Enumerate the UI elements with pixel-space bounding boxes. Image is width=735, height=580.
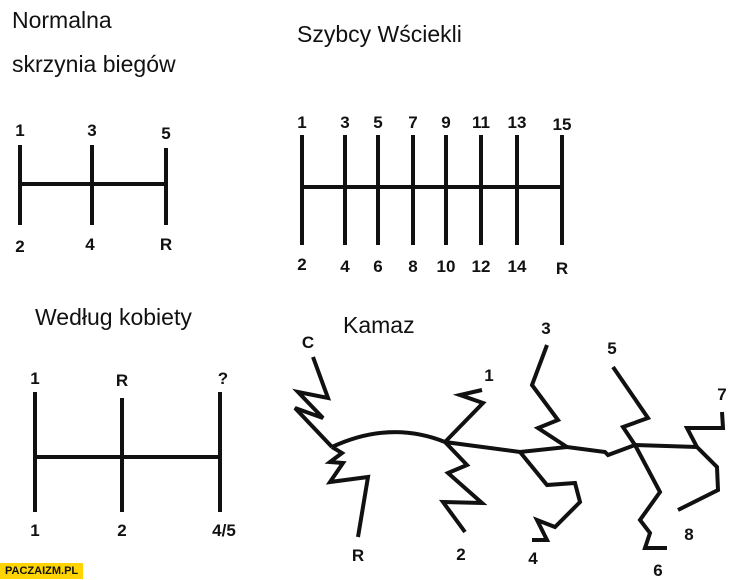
fast-label: 7 xyxy=(408,113,417,132)
normal-label: 5 xyxy=(161,124,170,143)
kamaz-label: 6 xyxy=(653,561,662,580)
woman-label: 4/5 xyxy=(212,521,236,540)
normal-label: 2 xyxy=(15,237,24,256)
fast-shifter xyxy=(300,135,564,245)
kamaz-shifter xyxy=(292,344,726,550)
fast-label: 2 xyxy=(297,255,306,274)
kamaz-label: 7 xyxy=(717,385,726,404)
fast-label: 14 xyxy=(508,257,527,276)
woman-title: Według kobiety xyxy=(35,304,192,330)
fast-label: 10 xyxy=(437,257,456,276)
kamaz-label: 4 xyxy=(528,549,538,568)
woman-label: 1 xyxy=(30,369,39,388)
kamaz-title: Kamaz xyxy=(343,312,415,338)
fast-label: 9 xyxy=(441,113,450,132)
woman-label: ? xyxy=(218,369,228,388)
fast-label: 13 xyxy=(508,113,527,132)
fast-label: 8 xyxy=(408,257,417,276)
normal-label: 3 xyxy=(87,121,96,140)
normal-label: 4 xyxy=(85,235,95,254)
fast-label: 5 xyxy=(373,113,382,132)
kamaz-label: 5 xyxy=(607,339,616,358)
normal-title-1: Normalna xyxy=(12,7,112,33)
watermark: PACZAIZM.PL xyxy=(0,563,84,579)
fast-label: 11 xyxy=(472,113,490,132)
woman-label: 2 xyxy=(117,521,126,540)
fast-label: 4 xyxy=(340,257,350,276)
fast-labels: 1 3 5 7 9 11 13 15 2 4 6 8 10 12 14 R xyxy=(297,113,571,278)
fast-label: 3 xyxy=(340,113,349,132)
normal-label: 1 xyxy=(15,121,24,140)
kamaz-label: 1 xyxy=(484,366,493,385)
fast-label: R xyxy=(556,259,568,278)
kamaz-label: 2 xyxy=(456,545,465,564)
fast-label: 1 xyxy=(297,113,306,132)
normal-label: R xyxy=(160,235,172,254)
fast-label: 15 xyxy=(553,115,572,134)
normal-title-2: skrzynia biegów xyxy=(12,51,176,77)
kamaz-label: 8 xyxy=(684,525,693,544)
woman-label: 1 xyxy=(30,521,39,540)
fast-label: 12 xyxy=(472,257,491,276)
fast-title: Szybcy Wściekli xyxy=(297,21,462,47)
normal-shifter xyxy=(18,145,168,225)
kamaz-label: C xyxy=(302,333,314,352)
woman-label: R xyxy=(116,371,128,390)
kamaz-label: 3 xyxy=(541,319,550,338)
kamaz-label: R xyxy=(352,546,364,565)
woman-shifter xyxy=(33,392,222,512)
fast-label: 6 xyxy=(373,257,382,276)
